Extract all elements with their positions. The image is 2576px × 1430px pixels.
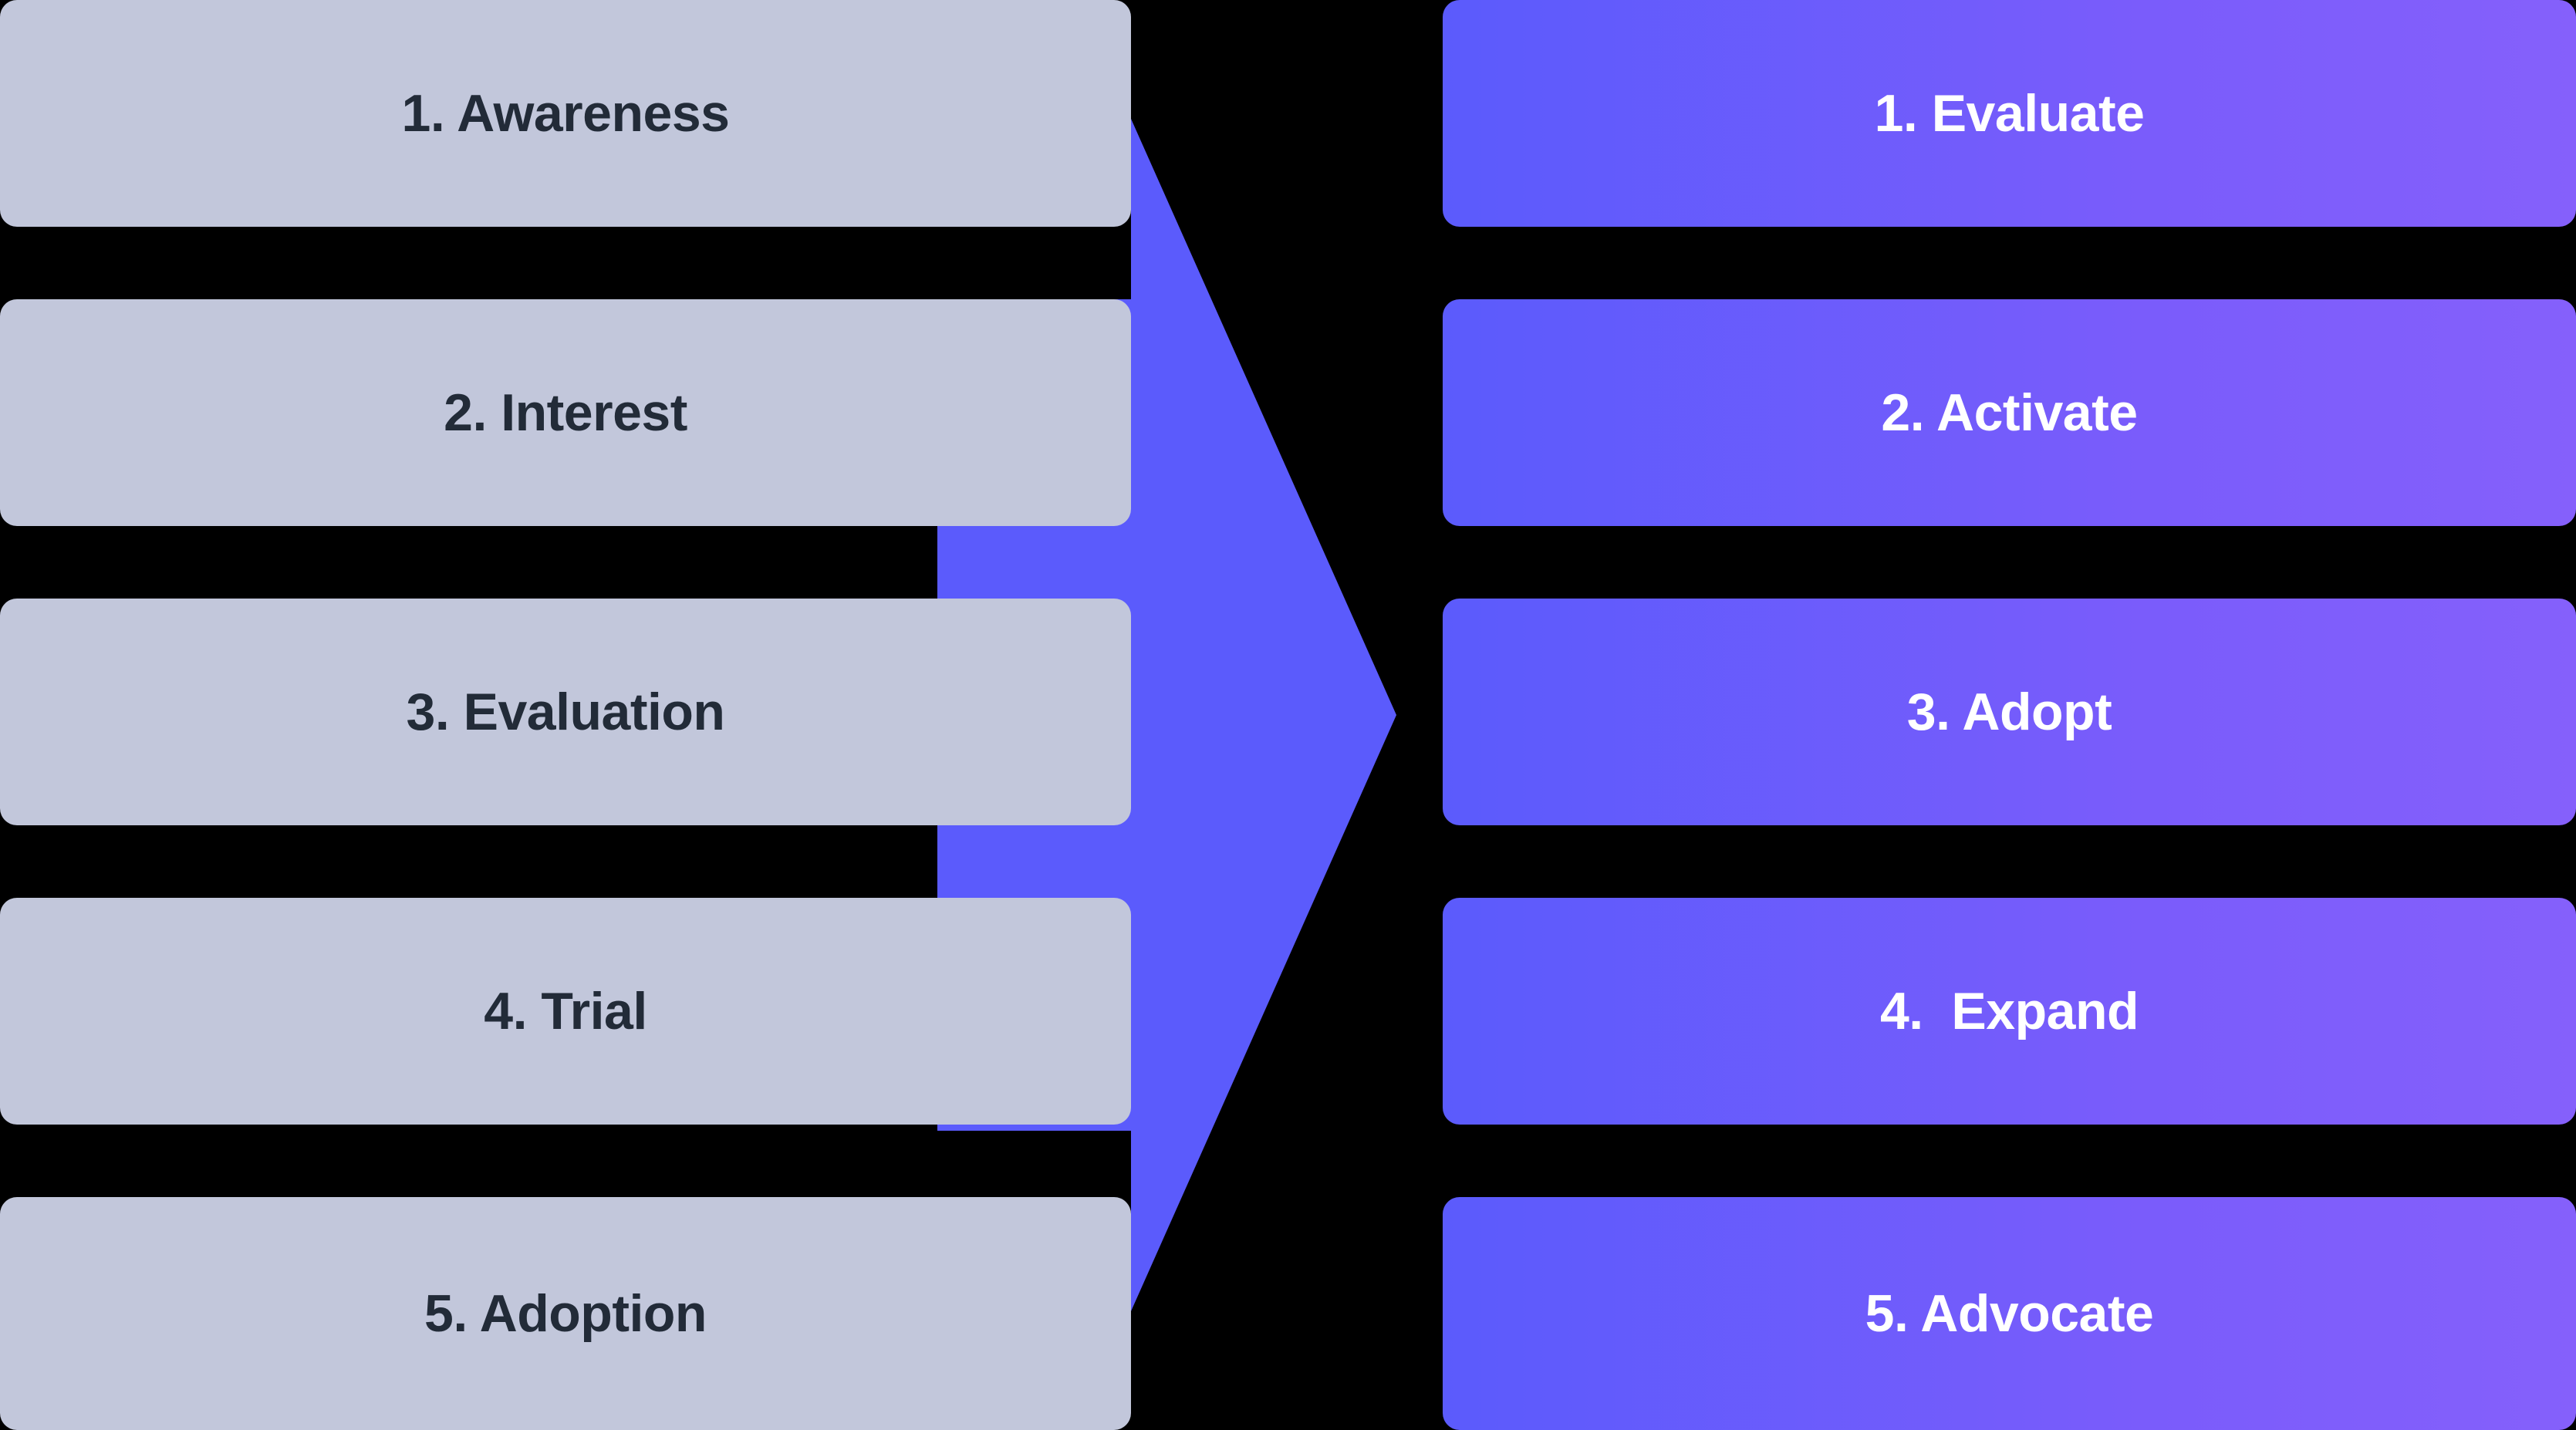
future-stage-2[interactable]: 2. Activate: [1443, 299, 2576, 526]
current-stage-3[interactable]: 3. Evaluation: [0, 599, 1131, 825]
current-stage-5-label: 5. Adoption: [424, 1283, 707, 1343]
future-stage-3-label: 3. Adopt: [1906, 682, 2112, 741]
future-stage-1-label: 1. Evaluate: [1874, 83, 2145, 143]
future-stage-5-label: 5. Advocate: [1865, 1283, 2154, 1343]
current-stage-2-label: 2. Interest: [444, 383, 687, 442]
current-state-column: 1. Awareness 2. Interest 3. Evaluation 4…: [0, 0, 1131, 1430]
future-stage-4[interactable]: 4. Expand: [1443, 898, 2576, 1125]
current-stage-3-label: 3. Evaluation: [406, 682, 725, 741]
future-stage-5[interactable]: 5. Advocate: [1443, 1197, 2576, 1430]
current-stage-4-label: 4. Trial: [484, 981, 647, 1040]
future-stage-3[interactable]: 3. Adopt: [1443, 599, 2576, 825]
current-stage-4[interactable]: 4. Trial: [0, 898, 1131, 1125]
current-stage-2[interactable]: 2. Interest: [0, 299, 1131, 526]
future-stage-2-label: 2. Activate: [1881, 383, 2138, 442]
future-stage-1[interactable]: 1. Evaluate: [1443, 0, 2576, 227]
current-stage-1-label: 1. Awareness: [401, 83, 730, 143]
current-stage-5[interactable]: 5. Adoption: [0, 1197, 1131, 1430]
current-stage-1[interactable]: 1. Awareness: [0, 0, 1131, 227]
future-stage-4-label: 4. Expand: [1879, 981, 2139, 1040]
future-state-column: 1. Evaluate 2. Activate 3. Adopt 4. Expa…: [1443, 0, 2576, 1430]
